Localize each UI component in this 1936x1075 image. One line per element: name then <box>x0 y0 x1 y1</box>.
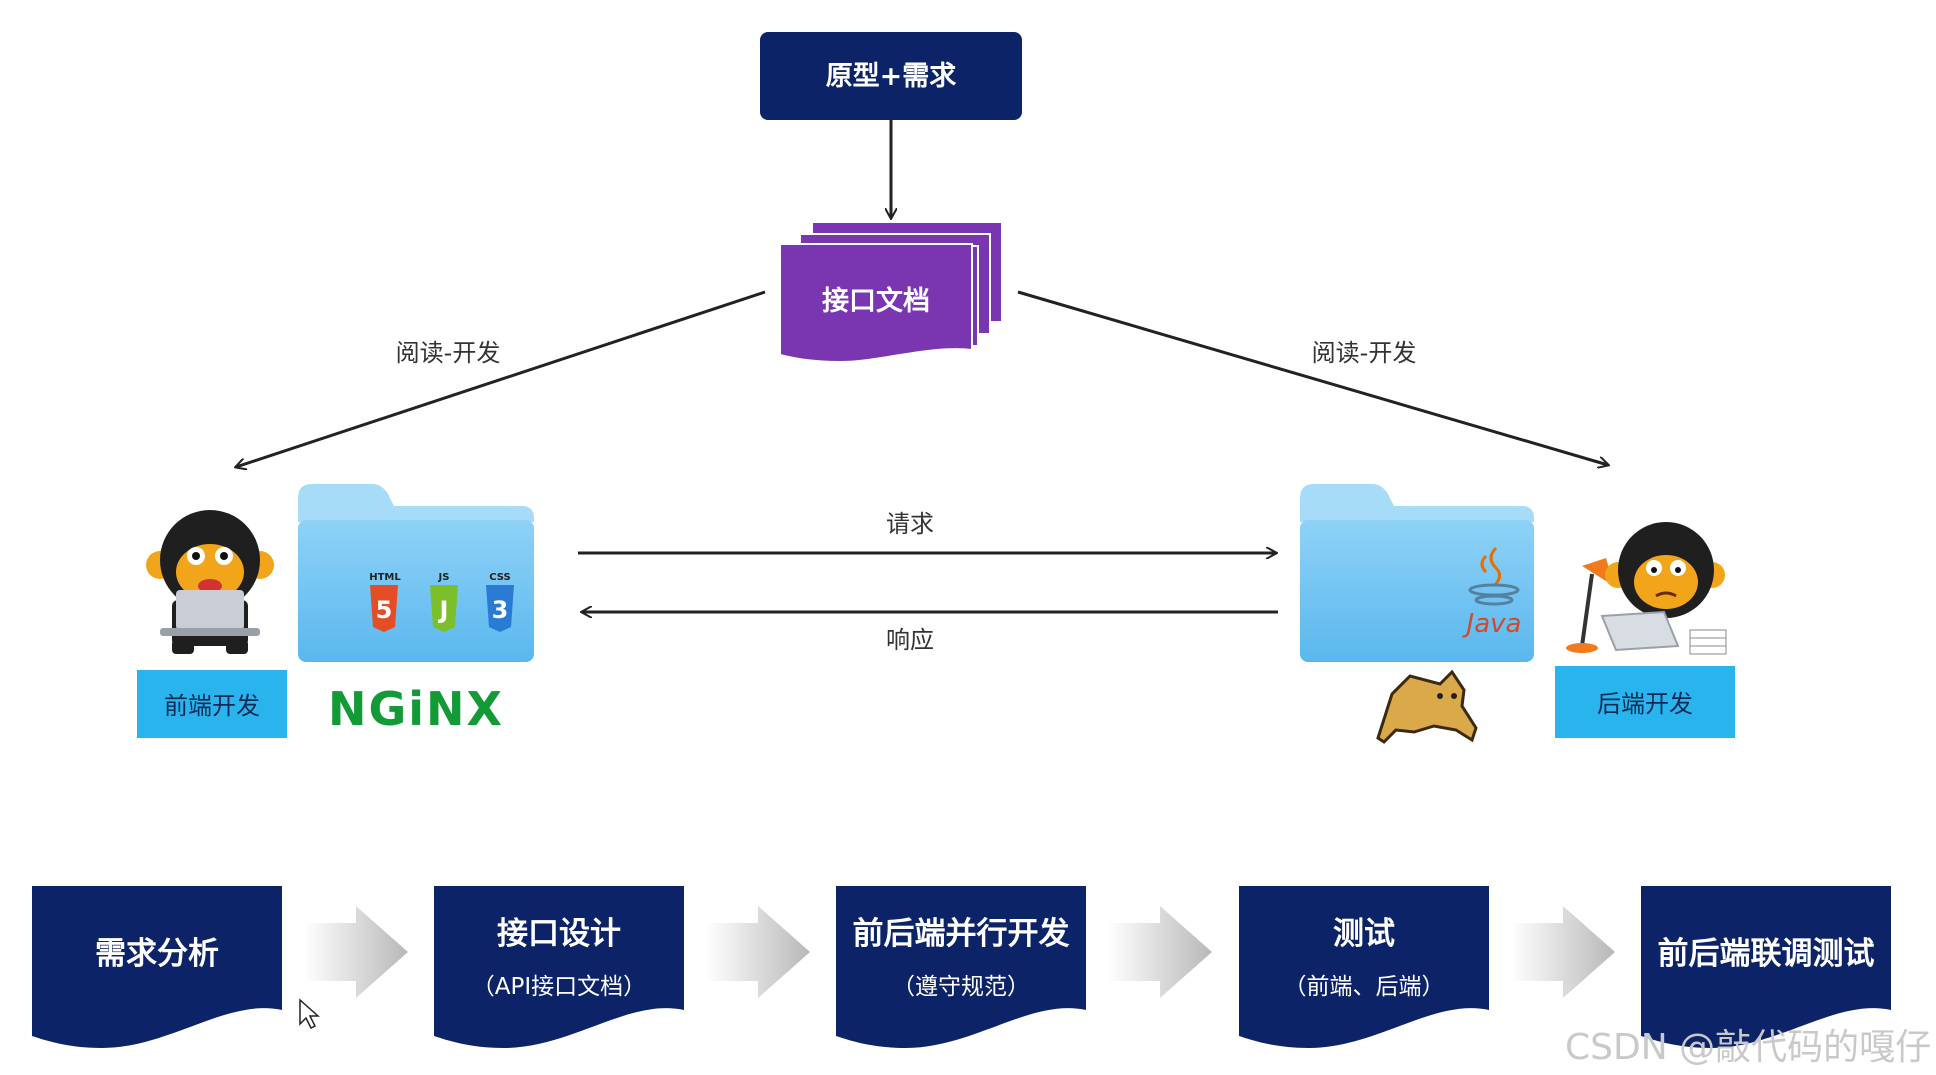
flow-arrow-2 <box>706 906 810 998</box>
flow-arrow-4 <box>1511 906 1615 998</box>
left-diagonal-arrow <box>236 290 766 467</box>
process-step-subtitle: （遵守规范） <box>892 974 1030 1000</box>
response-label: 响应 <box>886 626 934 654</box>
tomcat-cat-icon <box>1376 669 1478 744</box>
svg-text:3: 3 <box>492 596 509 624</box>
watermark: CSDN @敲代码的嘎仔 <box>1565 1027 1932 1068</box>
process-step-2: 接口设计 （API接口文档） <box>434 886 684 1048</box>
flow-arrow-1 <box>304 906 408 998</box>
process-step-title: 前后端并行开发 <box>853 916 1070 952</box>
process-flow: 需求分析 接口设计 （API接口文档） 前后端并行开发 （遵守规范） 测试 （前端、后端） 前… <box>32 886 1891 1048</box>
process-step-3: 前后端并行开发 （遵守规范） <box>836 886 1086 1048</box>
svg-text:HTML: HTML <box>369 572 401 583</box>
frontend-dev-label: 前端开发 <box>164 692 260 720</box>
api-document-label: 接口文档 <box>822 285 930 317</box>
js-icon: J JS <box>430 572 458 632</box>
java-logo-text: Java <box>1462 609 1522 639</box>
frontend-dev-box: 前端开发 <box>137 670 287 738</box>
right-read-develop-label: 阅读-开发 <box>1312 339 1417 367</box>
html5-icon: 5 HTML <box>369 572 401 632</box>
process-step-title: 接口设计 <box>497 916 621 952</box>
frontend-folder-icon: 5 HTML J JS 3 CSS <box>298 484 534 662</box>
left-read-develop-label: 阅读-开发 <box>396 339 501 367</box>
process-step-title: 前后端联调测试 <box>1658 936 1875 972</box>
flow-arrow-3 <box>1108 906 1212 998</box>
process-step-title: 需求分析 <box>95 936 219 972</box>
nginx-logo: NGiNX <box>328 682 504 736</box>
process-step-5: 前后端联调测试 <box>1641 886 1891 1048</box>
process-step-4: 测试 （前端、后端） <box>1239 886 1489 1048</box>
process-step-subtitle: （前端、后端） <box>1284 974 1445 1000</box>
frontend-monkey-icon <box>146 510 274 654</box>
java-icon: Java <box>1462 546 1522 639</box>
svg-text:5: 5 <box>376 596 393 624</box>
svg-text:J: J <box>438 596 449 624</box>
svg-text:CSS: CSS <box>489 572 510 583</box>
prototype-requirements-label: 原型+需求 <box>826 61 957 92</box>
backend-dev-box: 后端开发 <box>1555 666 1735 738</box>
process-step-title: 测试 <box>1333 916 1395 952</box>
api-document-stack: 接口文档 <box>779 221 1003 364</box>
backend-dev-label: 后端开发 <box>1597 690 1693 718</box>
request-label: 请求 <box>886 510 934 538</box>
backend-monkey-icon <box>1566 522 1727 655</box>
backend-folder-icon: Java <box>1300 484 1534 662</box>
prototype-requirements-box: 原型+需求 <box>760 32 1022 120</box>
process-step-subtitle: （API接口文档） <box>472 974 646 1000</box>
right-diagonal-arrow <box>1017 290 1608 465</box>
css3-icon: 3 CSS <box>486 572 514 632</box>
mouse-cursor-icon <box>299 998 320 1030</box>
svg-text:JS: JS <box>438 572 450 583</box>
process-step-1: 需求分析 <box>32 886 282 1048</box>
